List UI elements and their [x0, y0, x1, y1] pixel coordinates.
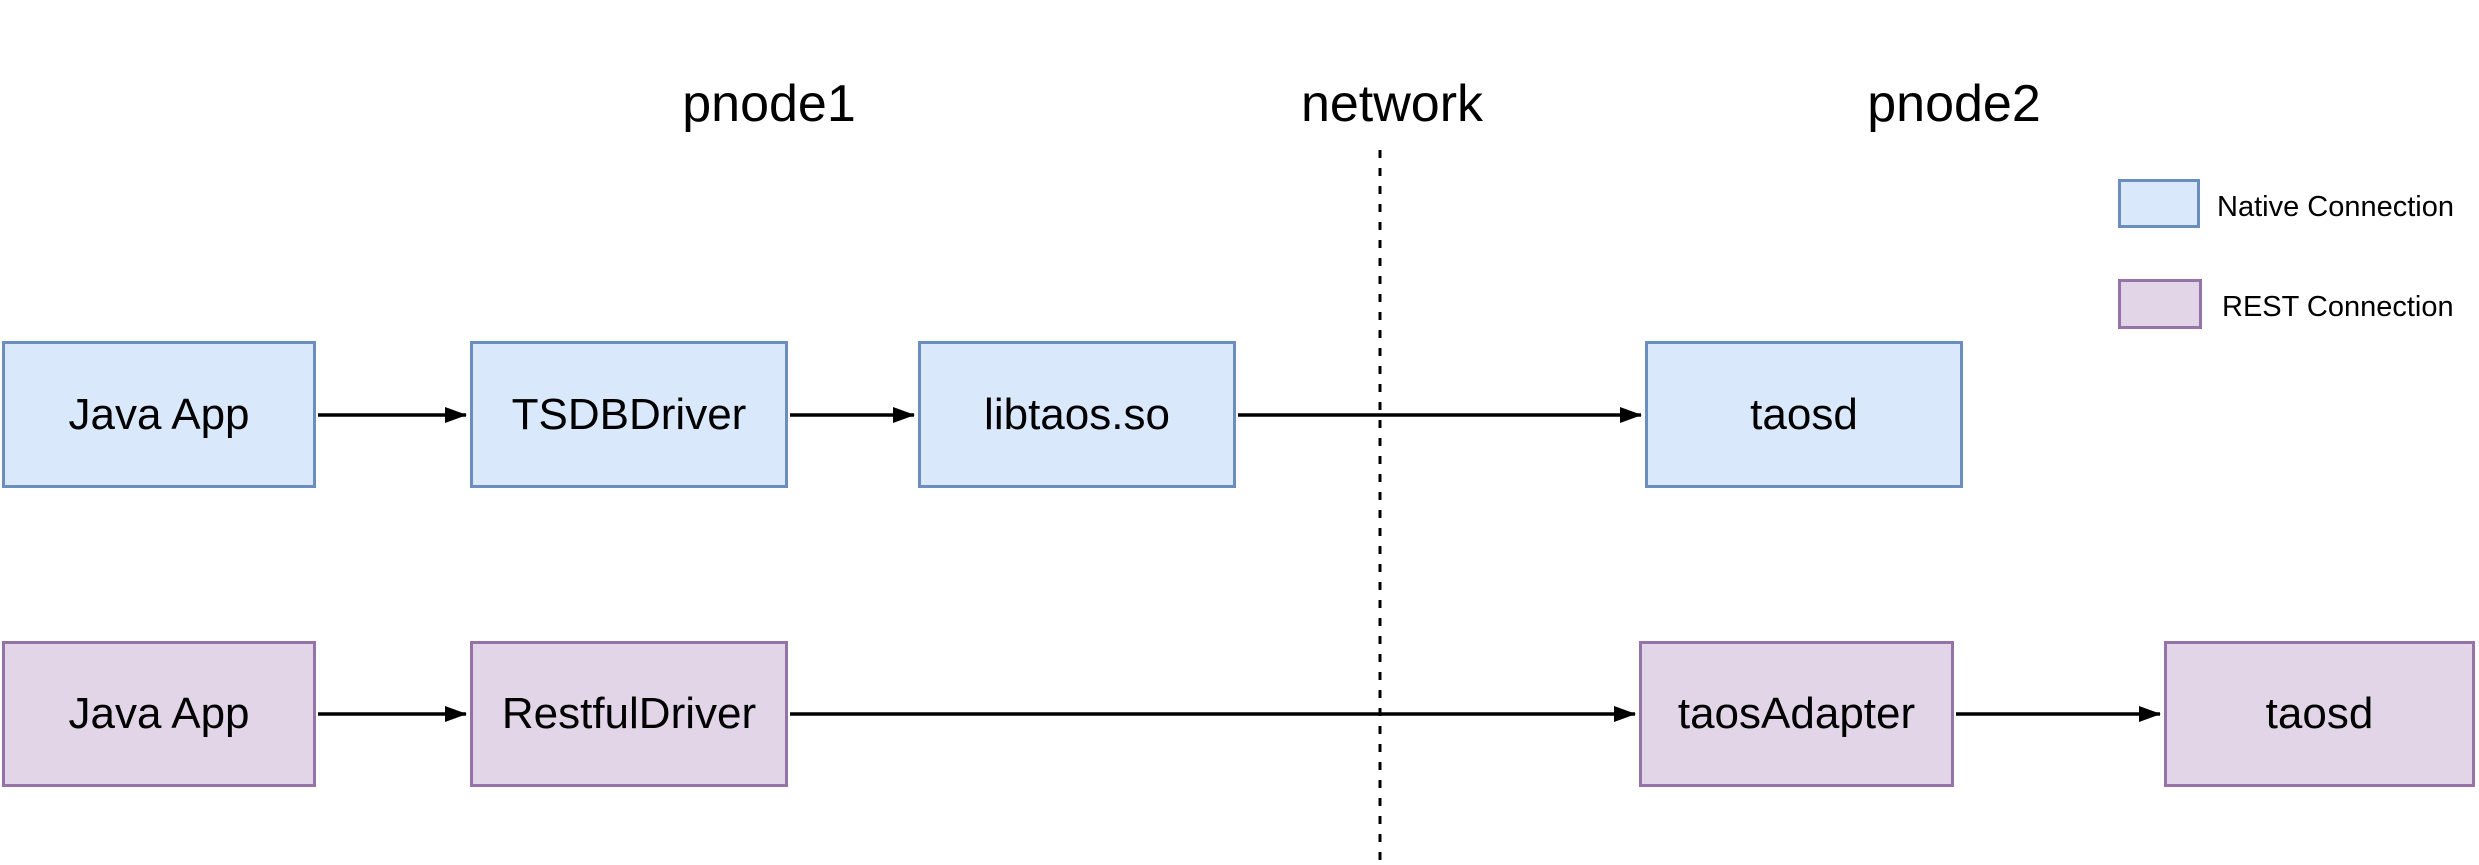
legend-swatch-native — [2118, 179, 2200, 228]
legend-label-native: Native Connection — [2217, 191, 2454, 223]
node-java-app-native: Java App — [2, 341, 316, 488]
node-taosadapter: taosAdapter — [1639, 641, 1954, 787]
legend-label-rest: REST Connection — [2222, 291, 2454, 323]
node-taosd-native: taosd — [1645, 341, 1963, 488]
zone-label-network: network — [1300, 75, 1484, 133]
node-taosd-rest: taosd — [2164, 641, 2475, 787]
node-label: taosd — [1750, 389, 1858, 439]
node-label: Java App — [68, 689, 250, 738]
node-label: RestfulDriver — [501, 689, 757, 738]
legend-swatch-rest — [2118, 279, 2202, 329]
node-libtaos-so: libtaos.so — [918, 341, 1236, 488]
zone-label-pnode2: pnode2 — [1867, 75, 2041, 133]
node-restfuldriver: RestfulDriver — [470, 641, 788, 787]
node-label: taosd — [2265, 689, 2374, 738]
node-tsdbdriver: TSDBDriver — [470, 341, 788, 488]
node-label: Java App — [68, 389, 250, 439]
zone-label-pnode1: pnode1 — [682, 75, 856, 133]
node-label: TSDBDriver — [511, 389, 747, 439]
node-java-app-rest: Java App — [2, 641, 316, 787]
node-label: libtaos.so — [984, 389, 1170, 439]
node-label: taosAdapter — [1677, 689, 1916, 738]
